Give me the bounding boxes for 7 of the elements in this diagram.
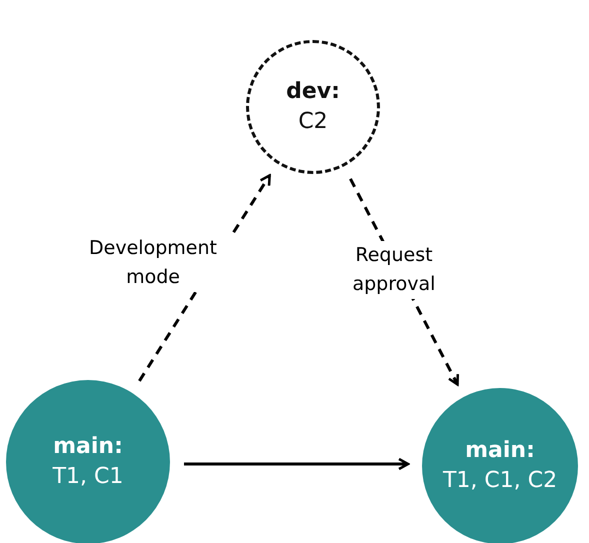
node-heading: main: [465, 437, 535, 465]
node-heading: main: [53, 433, 123, 461]
node-text: T1, C1 [52, 463, 124, 491]
arrow [184, 458, 410, 470]
node-text: C2 [298, 108, 328, 136]
node-text: T1, C1, C2 [442, 467, 558, 495]
node-heading: dev: [286, 78, 340, 106]
